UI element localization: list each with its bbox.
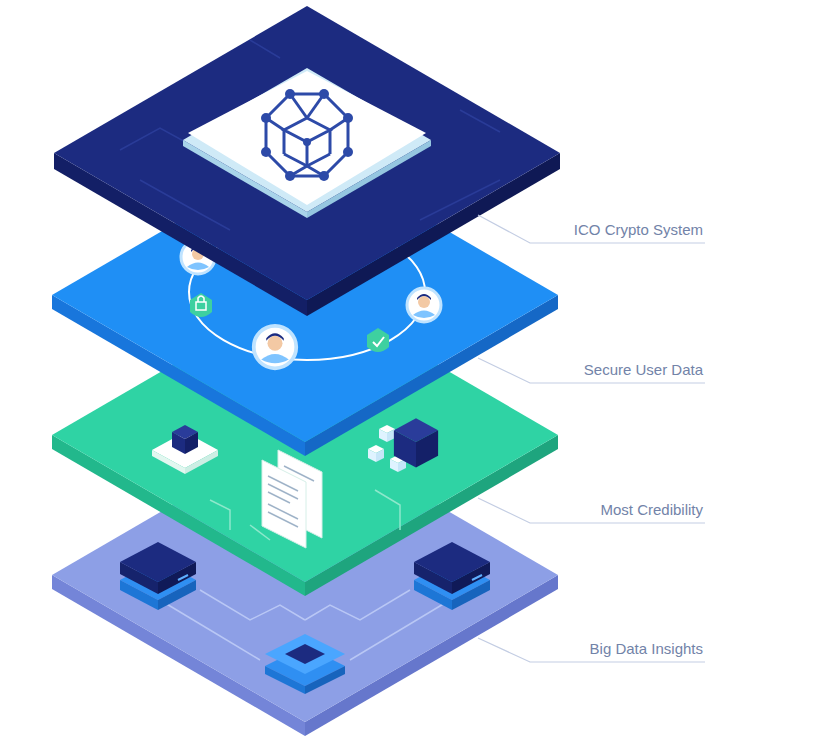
leader-line (478, 215, 705, 243)
layer-label: ICO Crypto System (574, 221, 703, 238)
check-badge (367, 328, 389, 352)
circuit-lines (120, 40, 500, 230)
lock-badge (190, 293, 212, 317)
document-icon (262, 450, 322, 548)
leader-line (478, 638, 705, 662)
layer-label: Most Credibility (600, 501, 703, 518)
user-avatar (407, 288, 441, 322)
layer-top (54, 6, 560, 300)
leader-line (478, 358, 705, 383)
server-icon (120, 542, 196, 610)
layer-label: Secure User Data (584, 361, 703, 378)
cube-cluster (368, 418, 438, 472)
layer-label: Big Data Insights (590, 640, 703, 657)
crypto-panel (183, 68, 431, 218)
chip-icon (265, 634, 345, 694)
leader-lines (478, 215, 705, 662)
user-avatar (254, 326, 297, 369)
server-icon (414, 542, 490, 610)
tile-cube (152, 425, 218, 474)
network-icon (266, 94, 348, 176)
navy-layer (54, 6, 560, 316)
network-dots (261, 89, 353, 181)
leader-line (478, 498, 705, 523)
